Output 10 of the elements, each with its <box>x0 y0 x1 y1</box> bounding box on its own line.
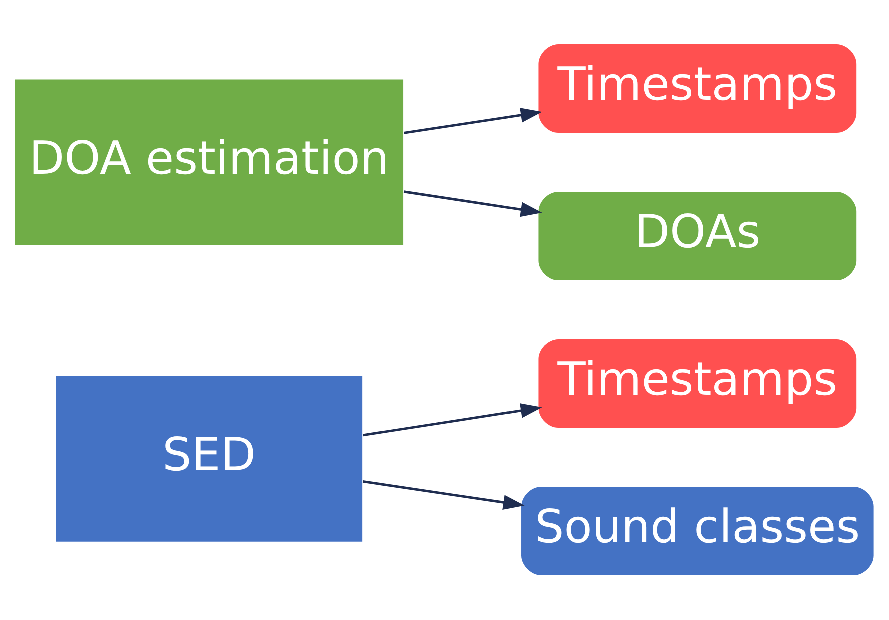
node-box: Timestamps <box>538 44 857 134</box>
node-box: Sound classes <box>522 486 874 576</box>
arrow <box>404 190 542 218</box>
arrow <box>404 108 542 134</box>
node-box: DOAs <box>538 192 857 280</box>
arrow <box>362 404 542 437</box>
node-box: SED <box>56 376 363 542</box>
node-box: Timestamps <box>538 340 857 428</box>
arrow <box>362 480 525 510</box>
node-box: DOA estimation <box>15 80 404 246</box>
